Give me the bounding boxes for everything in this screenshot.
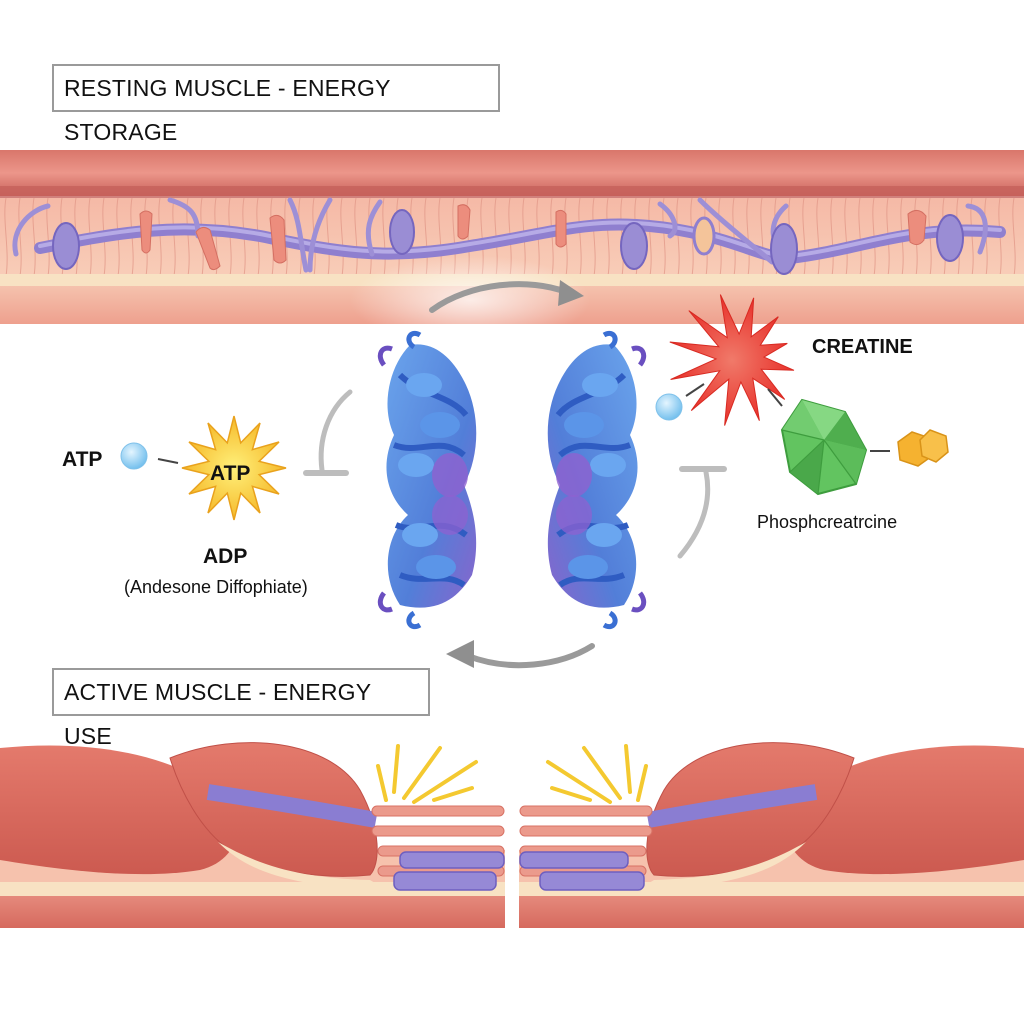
tendon-left: [218, 842, 380, 888]
cycle-arrow-bottom: [465, 643, 595, 669]
base-muscle-left: [0, 896, 505, 928]
vessel-tendrils: [12, 197, 988, 273]
nerve-band-right: [646, 784, 818, 828]
mitochondria-ovals: [52, 209, 964, 275]
cycle-arrow-right: [677, 469, 711, 559]
cycle-arrow-top-head: [558, 280, 584, 306]
tendon-right: [644, 842, 806, 888]
cycle-arrow-left: [318, 389, 353, 473]
creatine-kinase-protein-right: [548, 333, 644, 626]
atp-star-label: ATP: [210, 462, 251, 485]
resting-section-title: RESTING MUSCLE - ENERGY STORAGE: [52, 64, 500, 145]
mitochondria-orange: [692, 216, 716, 256]
cycle-arrow-bottom-head: [446, 640, 474, 668]
creatine-ion-sphere-icon: [655, 393, 683, 421]
resting-muscle-band: [0, 150, 1024, 330]
creatine-phosphocreatine-bond: [767, 388, 783, 407]
phosphate-hexagon-icon: [897, 429, 949, 467]
cycle-arrow-top: [429, 281, 569, 313]
capillary-clamps: [139, 204, 927, 271]
atp-bond: [157, 458, 179, 464]
phosphocreatine-label: Phosphcreatrcine: [757, 512, 898, 532]
actin-filaments: [393, 851, 645, 891]
epimysium-top-edge: [0, 186, 1024, 198]
active-muscle-band: [0, 742, 1024, 928]
mitochondria-network-highlight: [38, 220, 1002, 259]
base-muscle-right: [519, 896, 1024, 928]
phosphocreatine-polyhedron-icon: [780, 398, 868, 496]
adp-fullname: (Andesone Diffophiate): [124, 577, 308, 597]
active-section-title: ACTIVE MUSCLE - ENERGY USE: [52, 668, 430, 749]
energy-rays-left-icon: [376, 744, 478, 804]
creatine-bond: [685, 383, 705, 397]
creatine-kinase-protein-left: [380, 333, 476, 626]
nerve-band-left: [206, 784, 378, 828]
atp-label: ATP: [62, 448, 103, 471]
atp-ion-sphere-icon: [120, 442, 148, 470]
creatine-label: CREATINE: [812, 336, 913, 358]
adp-label: ADP: [203, 545, 248, 568]
energy-rays-right-icon: [546, 744, 648, 804]
